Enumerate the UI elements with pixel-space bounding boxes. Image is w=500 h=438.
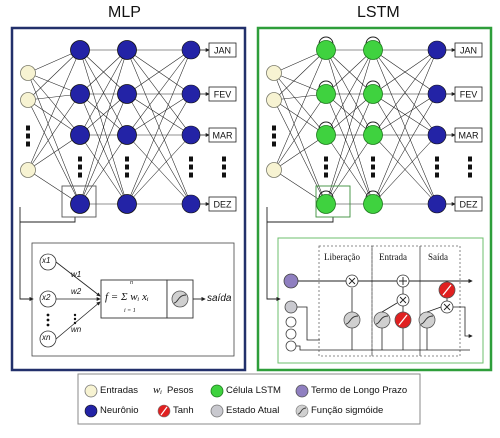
lstm-network: JAN FEV MAR DEZ <box>266 36 483 214</box>
lstm-section-saida: Saída <box>428 252 448 262</box>
legend-sigmoid-label: Função sigmóide <box>311 405 384 416</box>
mlp-hidden-node <box>117 40 137 60</box>
mlp-network: JAN FEV MAR DEZ <box>20 40 237 214</box>
long-term-input <box>283 273 299 289</box>
mlp-output-box-fev <box>208 86 237 102</box>
lstm-input-node <box>266 92 282 108</box>
lstm-output-node <box>427 40 447 60</box>
mlp-hidden-node <box>117 194 137 214</box>
legend-box <box>77 373 421 425</box>
mlp-neuron-detail <box>19 185 235 357</box>
lstm-hidden-node <box>363 40 383 60</box>
weight-w1-label: w1 <box>71 270 82 279</box>
legend-sigmoid-icon <box>295 404 309 418</box>
mlp-output-box-dez <box>208 196 237 212</box>
mlp-output-label: MAR <box>213 131 234 141</box>
weight-w2-label: w2 <box>71 287 82 296</box>
mlp-panel <box>10 26 247 372</box>
mlp-title: MLP <box>108 4 141 21</box>
lstm-output-box-fev <box>454 86 483 102</box>
weight-wn-label: wn <box>71 325 82 334</box>
lstm-output-box-mar <box>454 127 483 143</box>
mlp-output-node <box>181 40 201 60</box>
lstm-output-label: JAN <box>460 46 477 56</box>
legend-weights-symbol: wᵢ <box>153 384 163 396</box>
legend-inputs-icon <box>84 384 98 398</box>
mlp-hidden-node <box>117 125 137 145</box>
sum-upper-limit: n <box>130 280 133 286</box>
mlp-hidden-node <box>70 125 90 145</box>
lstm-input-node <box>266 162 282 178</box>
legend-tanh-icon <box>157 404 171 418</box>
neuron-formula: f = Σ wᵢ xᵢ <box>105 291 149 303</box>
lstm-title: LSTM <box>357 4 400 21</box>
lstm-hidden-node <box>316 125 336 145</box>
summation-box <box>100 279 168 319</box>
mlp-hidden-node <box>70 40 90 60</box>
legend-neuron-label: Neurônio <box>100 405 139 416</box>
legend-long-term-label: Termo de Longo Prazo <box>311 385 408 396</box>
legend-lstm-icon <box>210 384 224 398</box>
lstm-section-liberacao: Liberação <box>324 252 360 262</box>
neuron-input-xn-label: xn <box>42 333 51 342</box>
mlp-output-node <box>181 194 201 214</box>
lstm-output-box-jan <box>454 42 483 58</box>
mlp-hidden-node <box>117 84 137 104</box>
mlp-output-box-jan <box>208 42 237 58</box>
lstm-panel <box>256 26 493 372</box>
lstm-output-node <box>427 84 447 104</box>
lstm-output-node <box>427 194 447 214</box>
lstm-hidden-node <box>316 40 336 60</box>
lstm-output-label: DEZ <box>460 200 479 210</box>
lstm-input-node <box>266 65 282 81</box>
mlp-output-node <box>181 125 201 145</box>
lstm-output-label: MAR <box>459 131 480 141</box>
lstm-section-entrada: Entrada <box>379 252 407 262</box>
lstm-output-label: FEV <box>460 90 478 100</box>
legend-neuron-icon <box>84 404 98 418</box>
mlp-output-node <box>181 84 201 104</box>
mlp-input-node <box>20 162 36 178</box>
lstm-hidden-node <box>363 194 383 214</box>
lstm-cell-detail <box>266 185 484 364</box>
mlp-input-node <box>20 92 36 108</box>
mlp-hidden-node <box>70 84 90 104</box>
sum-lower-limit: i = 1 <box>124 308 136 314</box>
neuron-input-x2-label: x2 <box>42 293 51 302</box>
legend-tanh-label: Tanh <box>173 405 194 416</box>
legend-inputs-label: Entradas <box>100 385 139 396</box>
current-state-input <box>284 300 298 314</box>
legend-lstm-label: Célula LSTM <box>226 385 281 396</box>
lstm-output-box-dez <box>454 196 483 212</box>
mlp-output-label: DEZ <box>214 200 233 210</box>
neuron-input-x1-label: x1 <box>42 256 51 265</box>
legend-long-term-icon <box>295 384 309 398</box>
legend-current-state-label: Estado Atual <box>226 405 280 416</box>
legend-weights-label: Pesos <box>167 385 194 396</box>
lstm-hidden-node <box>363 125 383 145</box>
lstm-hidden-node <box>316 84 336 104</box>
lstm-hidden-node <box>363 84 383 104</box>
neuron-output-label: saída <box>207 293 232 304</box>
mlp-output-box-mar <box>208 127 237 143</box>
lstm-hidden-node <box>316 194 336 214</box>
legend-current-state-icon <box>210 404 224 418</box>
mlp-output-label: FEV <box>214 90 232 100</box>
mlp-input-node <box>20 65 36 81</box>
lstm-output-node <box>427 125 447 145</box>
mlp-output-label: JAN <box>214 46 231 56</box>
mlp-hidden-node <box>70 194 90 214</box>
